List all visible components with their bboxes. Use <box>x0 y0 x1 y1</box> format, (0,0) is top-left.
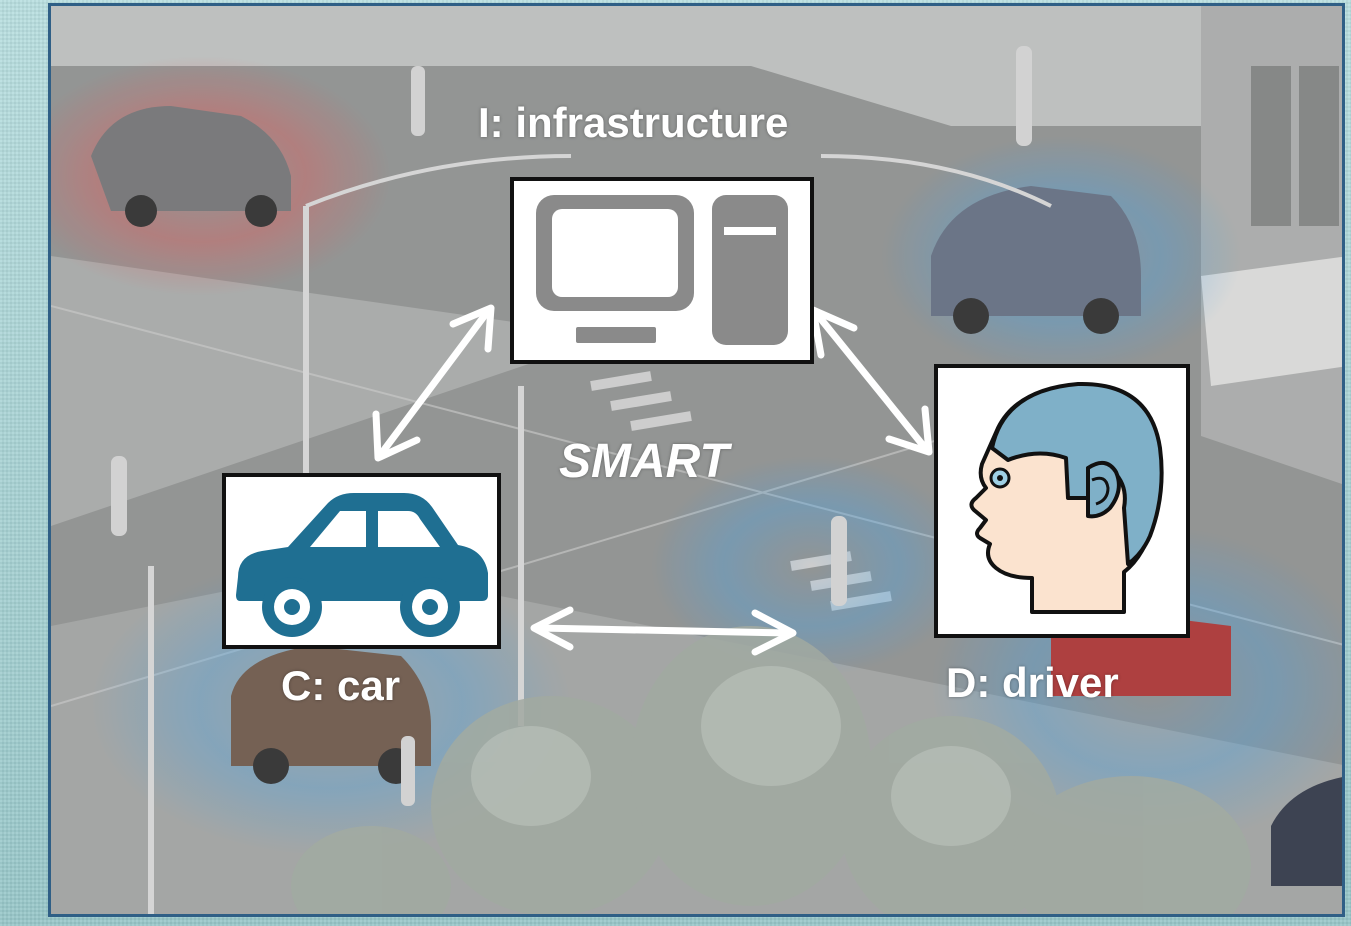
arrow-infrastructure-car <box>377 307 492 458</box>
infrastructure-label: I: infrastructure <box>478 99 789 146</box>
diagram-frame: I: infrastructure SMART C: car <box>48 3 1345 917</box>
car-box <box>222 473 501 649</box>
arrow-infrastructure-driver <box>812 309 930 453</box>
smart-label: SMART <box>559 435 729 488</box>
driver-box <box>934 364 1190 638</box>
car-label: C: car <box>281 662 401 709</box>
head-profile-icon <box>969 381 1164 614</box>
arrow-car-driver <box>535 624 793 637</box>
computer-icon <box>536 195 788 345</box>
infrastructure-box <box>510 177 814 364</box>
driver-label: D: driver <box>946 659 1119 706</box>
car-icon <box>236 493 488 637</box>
